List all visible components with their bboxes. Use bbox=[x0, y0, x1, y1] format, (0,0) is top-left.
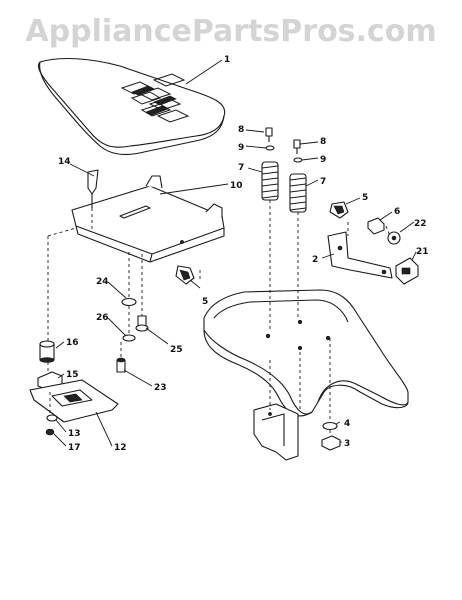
callout-10: 10 bbox=[230, 181, 243, 191]
callout-labels: 1 8 8 9 9 7 7 14 10 5 6 22 2 21 5 24 26 … bbox=[58, 55, 429, 453]
washer-part-26 bbox=[122, 334, 136, 342]
washer-part-24 bbox=[121, 297, 137, 307]
callout-15: 15 bbox=[66, 370, 79, 380]
callout-17: 17 bbox=[68, 443, 81, 453]
callout-25: 25 bbox=[170, 345, 183, 355]
callout-2: 2 bbox=[312, 255, 318, 265]
callout-9: 9 bbox=[238, 143, 244, 153]
callout-5: 5 bbox=[362, 193, 368, 203]
callout-22: 22 bbox=[414, 219, 427, 229]
callout-13: 13 bbox=[68, 429, 81, 439]
bracket-part-2 bbox=[327, 231, 393, 279]
washer-part-4 bbox=[322, 421, 338, 431]
callout-6: 6 bbox=[394, 207, 400, 217]
bolt-part-3 bbox=[321, 435, 341, 451]
nut-part-22 bbox=[387, 231, 401, 245]
callout-8: 8 bbox=[320, 137, 326, 147]
callout-24: 24 bbox=[96, 277, 109, 287]
washer-part-9-right bbox=[293, 157, 303, 163]
frame-bracket-part bbox=[253, 403, 299, 461]
seat-pan-part bbox=[71, 175, 225, 263]
washer-part-9-left bbox=[265, 145, 275, 151]
callout-8: 8 bbox=[238, 125, 244, 135]
callout-7: 7 bbox=[238, 163, 244, 173]
callout-21: 21 bbox=[416, 247, 429, 257]
bolt-part-8-right bbox=[293, 139, 301, 154]
adjuster-knob-part bbox=[87, 169, 99, 208]
clip-part-left bbox=[175, 265, 195, 285]
bolt-part-23 bbox=[116, 357, 126, 373]
washer-part-13 bbox=[46, 414, 58, 422]
bolt-part-25 bbox=[135, 315, 149, 332]
nut-part-6 bbox=[367, 217, 385, 235]
assembly-lines bbox=[47, 200, 391, 436]
spring-part-7-right bbox=[289, 173, 307, 213]
callout-4: 4 bbox=[344, 419, 350, 429]
slide-plate-part-12 bbox=[29, 379, 119, 423]
spring-part-7-left bbox=[261, 161, 279, 201]
callout-26: 26 bbox=[96, 313, 109, 323]
callout-1: 1 bbox=[224, 55, 230, 65]
bolt-part-8-left bbox=[265, 127, 273, 142]
bushing-part-16 bbox=[39, 340, 55, 363]
seat-part bbox=[37, 57, 226, 156]
fender-frame-part bbox=[203, 289, 409, 417]
callout-12: 12 bbox=[114, 443, 127, 453]
watermark-logo-text: AppliancePartsPros.com bbox=[25, 14, 437, 49]
callout-23: 23 bbox=[154, 383, 167, 393]
switch-part-21 bbox=[395, 257, 419, 285]
nut-part-17 bbox=[45, 428, 55, 436]
callout-3: 3 bbox=[344, 439, 350, 449]
leader-lines bbox=[53, 59, 417, 447]
callout-7: 7 bbox=[320, 177, 326, 187]
callout-16: 16 bbox=[66, 338, 79, 348]
callout-9: 9 bbox=[320, 155, 326, 165]
callout-14: 14 bbox=[58, 157, 71, 167]
callout-5: 5 bbox=[202, 297, 208, 307]
clip-part-right bbox=[329, 201, 349, 219]
